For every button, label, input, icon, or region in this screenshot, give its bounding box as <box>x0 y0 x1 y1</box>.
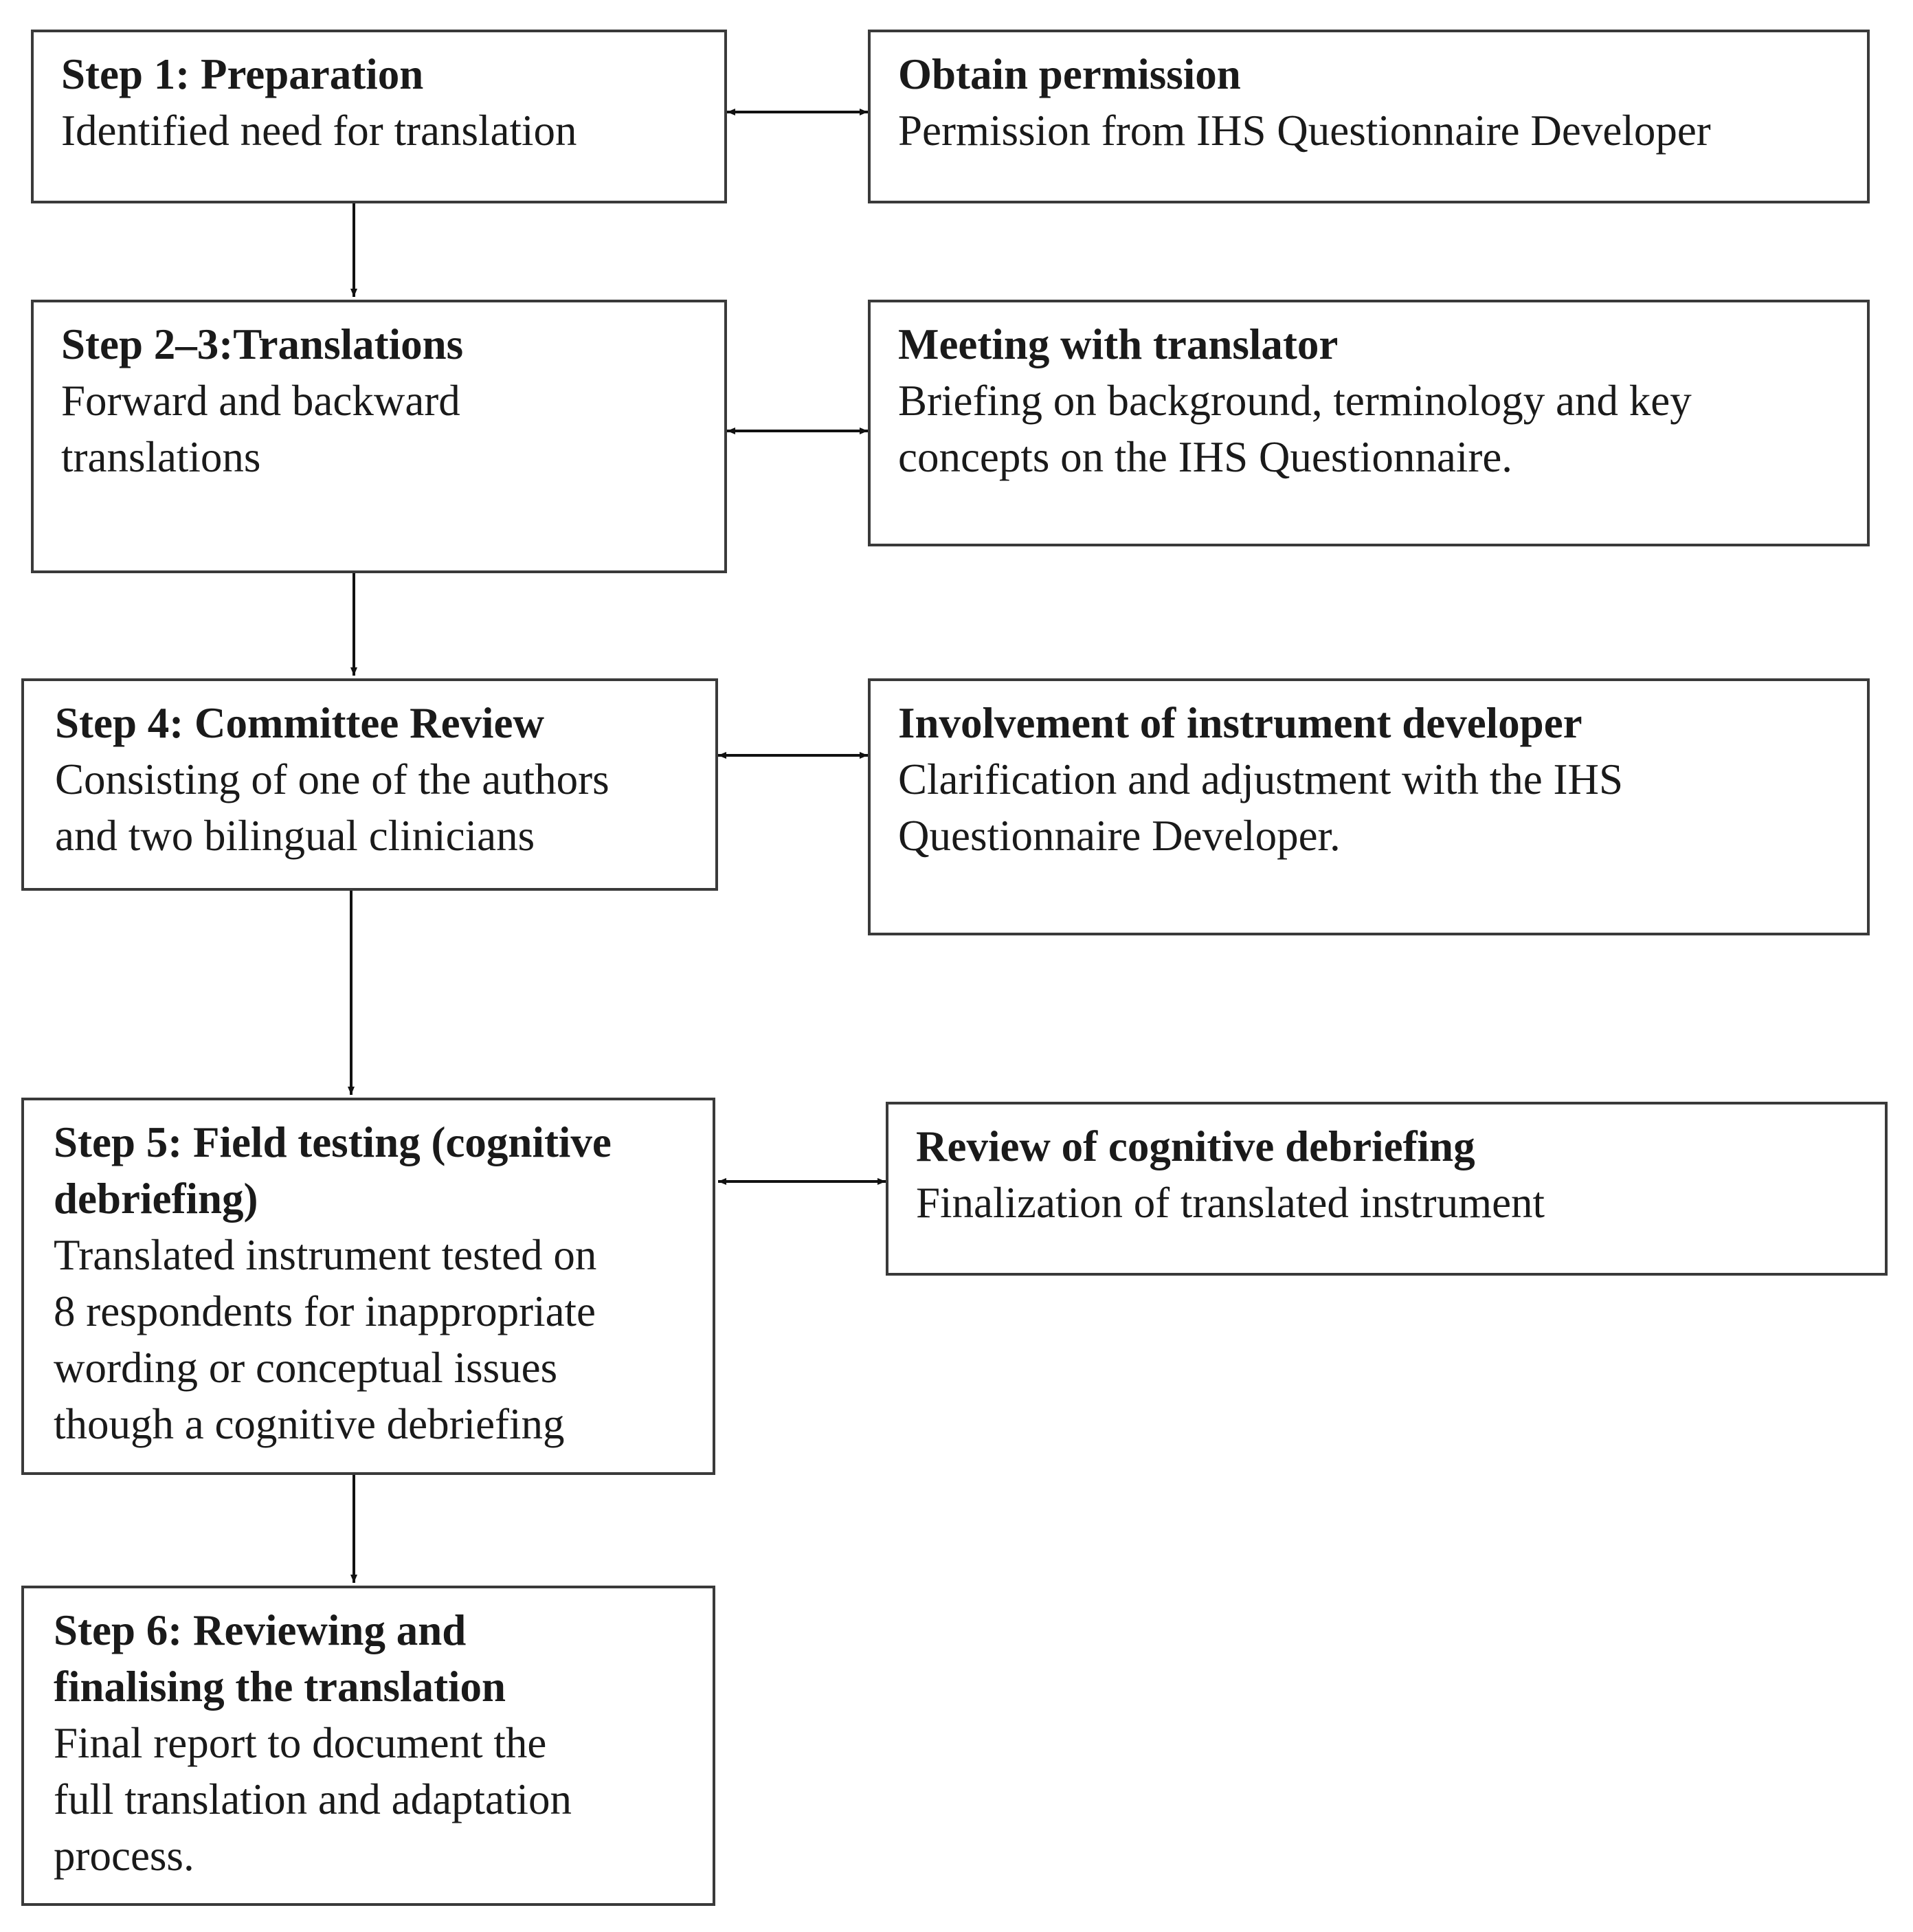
step6-box: Step 6: Reviewing and finalising the tra… <box>21 1586 715 1906</box>
translator-meeting-title: Meeting with translator <box>898 320 1339 368</box>
step2-3-box: Step 2–3:Translations Forward and backwa… <box>31 300 727 573</box>
cognitive-review-box: Review of cognitive debriefing Finalizat… <box>886 1102 1888 1276</box>
step6-description: Final report to document the full transl… <box>54 1719 572 1880</box>
step1-box: Step 1: Preparation Identified need for … <box>31 30 727 203</box>
permission-box: Obtain permission Permission from IHS Qu… <box>868 30 1870 203</box>
developer-involvement-description: Clarification and adjustment with the IH… <box>898 755 1624 860</box>
cognitive-review-title: Review of cognitive debriefing <box>916 1122 1475 1170</box>
step1-title: Step 1: Preparation <box>61 50 424 98</box>
step5-description: Translated instrument tested on 8 respon… <box>54 1231 597 1448</box>
step5-box: Step 5: Field testing (cognitive debrief… <box>21 1098 715 1475</box>
cognitive-review-description: Finalization of translated instrument <box>916 1179 1545 1227</box>
step2-3-description: Forward and backward translations <box>61 377 460 481</box>
developer-involvement-title: Involvement of instrument developer <box>898 699 1582 747</box>
translator-meeting-box: Meeting with translator Briefing on back… <box>868 300 1870 546</box>
step4-title: Step 4: Committee Review <box>55 699 545 747</box>
step4-description: Consisting of one of the authors and two… <box>55 755 609 860</box>
step6-title: Step 6: Reviewing and finalising the tra… <box>54 1606 506 1711</box>
developer-involvement-box: Involvement of instrument developer Clar… <box>868 678 1870 935</box>
step5-title: Step 5: Field testing (cognitive debrief… <box>54 1118 612 1223</box>
translator-meeting-description: Briefing on background, terminology and … <box>898 377 1692 481</box>
step2-3-title: Step 2–3:Translations <box>61 320 464 368</box>
step4-box: Step 4: Committee Review Consisting of o… <box>21 678 718 891</box>
permission-title: Obtain permission <box>898 50 1241 98</box>
step1-description: Identified need for translation <box>61 107 577 155</box>
permission-description: Permission from IHS Questionnaire Develo… <box>898 107 1711 155</box>
